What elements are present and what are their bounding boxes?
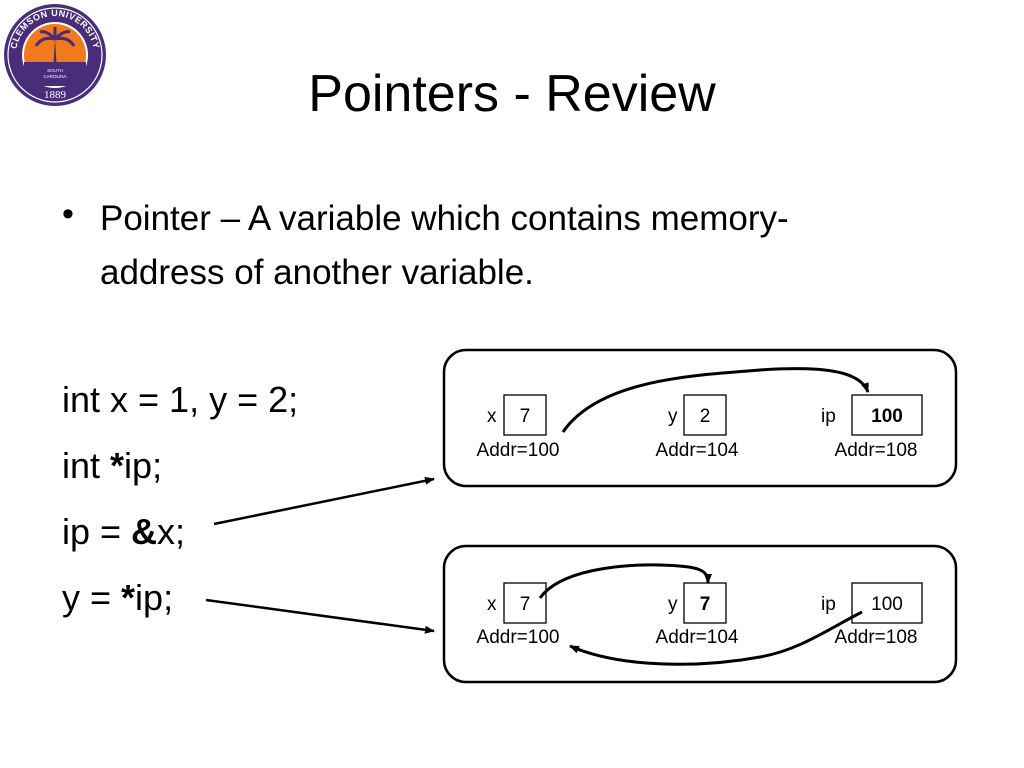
copy-arrow-x-to-y — [538, 563, 712, 599]
cell-name: x — [487, 406, 497, 427]
cell-box — [683, 394, 727, 436]
code-line-4: y = *ip; — [62, 577, 174, 618]
pointer-arrow-x-to-ip — [561, 367, 870, 433]
cell-ip: ip 100 Addr=108 — [821, 582, 923, 648]
cell-value: 2 — [700, 406, 711, 427]
cell-address: Addr=100 — [477, 627, 560, 648]
cell-ip: ip 100 Addr=108 — [821, 394, 923, 461]
bullet-text: Pointer – A variable which contains memo… — [100, 192, 960, 300]
cell-box — [683, 582, 727, 624]
cell-x: x 7 Addr=100 — [477, 582, 560, 648]
cell-address: Addr=104 — [656, 440, 739, 461]
cell-value: 7 — [520, 406, 531, 427]
memory-panel-1: x 7 Addr=100 y 2 Addr=104 ip 100 Addr=10… — [442, 348, 958, 488]
connector-arrow-line4-to-panel-2 — [205, 598, 435, 634]
cell-value: 100 — [871, 594, 903, 615]
bullet-marker: • — [62, 195, 74, 233]
cell-name: ip — [821, 594, 836, 615]
code-line-3: ip = &x; — [62, 511, 186, 552]
cell-y: y 7 Addr=104 — [656, 582, 739, 648]
cell-box — [851, 582, 923, 624]
code-line-1: int x = 1, y = 2; — [62, 379, 299, 420]
dereference-star: * — [121, 577, 136, 618]
palmetto-tree-icon — [53, 38, 57, 64]
cell-box — [851, 394, 923, 436]
cell-value: 7 — [520, 594, 531, 615]
dereference-arrow-ip-to-x — [569, 610, 863, 666]
address-of-ampersand: & — [131, 511, 158, 552]
bullet-line-2: address of another variable. — [100, 253, 534, 292]
cell-box — [503, 394, 547, 436]
cell-y: y 2 Addr=104 — [656, 394, 739, 461]
bullet-line-1: Pointer – A variable which contains memo… — [100, 199, 789, 238]
seal-state-text-1: SOUTH — [47, 68, 63, 73]
slide-title: Pointers - Review — [308, 65, 716, 123]
seal-state-text-2: CAROLINA — [43, 74, 66, 79]
memory-panel-2: x 7 Addr=100 y 7 Addr=104 ip 100 Addr=10… — [442, 544, 958, 684]
connector-arrow-line3-to-panel-1 — [213, 476, 435, 526]
cell-name: x — [487, 594, 497, 615]
cell-value: 100 — [871, 406, 903, 427]
cell-value: 7 — [700, 594, 711, 615]
cell-name: ip — [821, 406, 836, 427]
cell-x: x 7 Addr=100 — [477, 394, 560, 461]
dereference-star: * — [110, 445, 125, 486]
cell-box — [503, 582, 547, 624]
cell-address: Addr=108 — [835, 440, 918, 461]
cell-name: y — [668, 406, 678, 427]
code-line-2: int *ip; — [62, 445, 163, 486]
cell-address: Addr=100 — [477, 440, 560, 461]
cell-address: Addr=108 — [835, 627, 918, 648]
cell-name: y — [668, 594, 678, 615]
cell-address: Addr=104 — [656, 627, 739, 648]
clemson-university-seal-logo: CLEMSON UNIVERSITY SOUTH CAROLINA 1889 — [4, 4, 106, 106]
seal-year: 1889 — [44, 89, 67, 101]
